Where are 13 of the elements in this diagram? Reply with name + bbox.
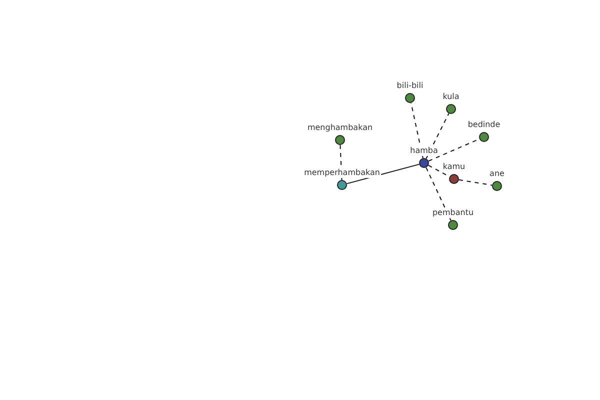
node-label: hamba: [409, 146, 439, 156]
dashed-link: [426, 112, 450, 160]
node-label: bedinde: [466, 120, 502, 130]
node-label: menghambakan: [306, 123, 374, 133]
node-label: bili-bili: [396, 81, 424, 91]
dashed-link: [458, 179, 493, 186]
node-label: kula: [442, 92, 460, 102]
node-label: memperhambakan: [303, 168, 381, 178]
node-label: kamu: [442, 162, 466, 172]
dashed-link: [426, 167, 452, 221]
node-label: ane: [488, 169, 506, 179]
node-label: pembantu: [431, 208, 475, 218]
dashed-link: [410, 102, 424, 159]
